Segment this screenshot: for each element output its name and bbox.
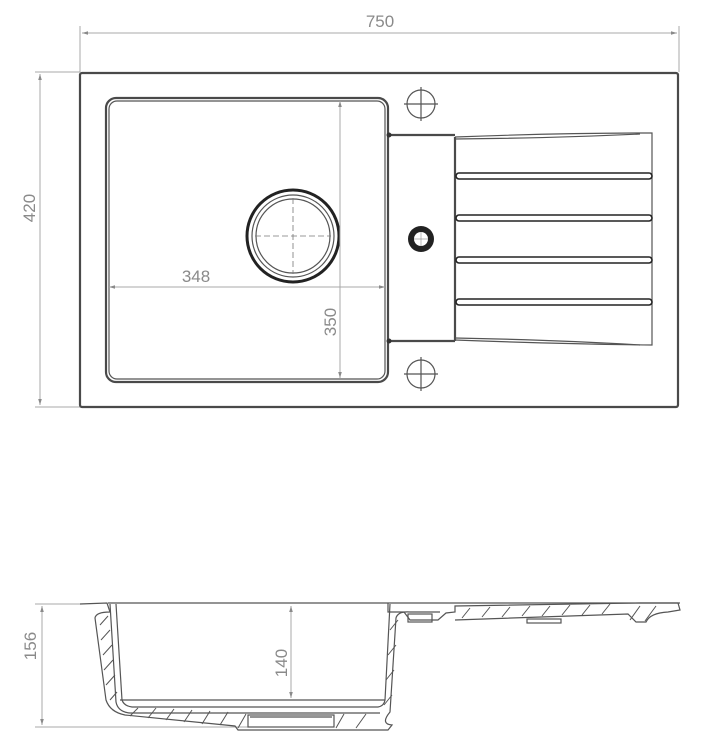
width-label: 750	[366, 12, 394, 31]
drain-icon	[245, 188, 341, 284]
bowl	[104, 96, 390, 384]
section-hatching	[99, 615, 399, 729]
bowl-length-dimension: 350	[321, 101, 342, 378]
tap-hole-bottom	[404, 357, 438, 391]
bowl-length-label: 350	[321, 308, 340, 336]
drainer-ribs	[455, 172, 653, 306]
bowl-depth-label: 140	[272, 649, 291, 677]
sink-outline	[78, 71, 680, 409]
top-view: 750 420 348	[20, 12, 680, 409]
tap-hole-top	[404, 87, 438, 121]
depth-label: 420	[20, 194, 39, 222]
bowl-width-label: 348	[182, 267, 210, 286]
height-dimension: 156	[21, 603, 300, 728]
drainer	[386, 132, 653, 346]
height-label: 156	[21, 632, 40, 660]
section-view: 156	[21, 602, 681, 731]
width-dimension: 750	[79, 12, 680, 72]
bowl-depth-dimension: 140	[272, 606, 293, 698]
depth-dimension: 420	[20, 71, 80, 408]
bowl-width-dimension: 348	[109, 267, 385, 289]
overflow-hole-icon	[408, 226, 434, 252]
drainer-section	[387, 602, 681, 624]
